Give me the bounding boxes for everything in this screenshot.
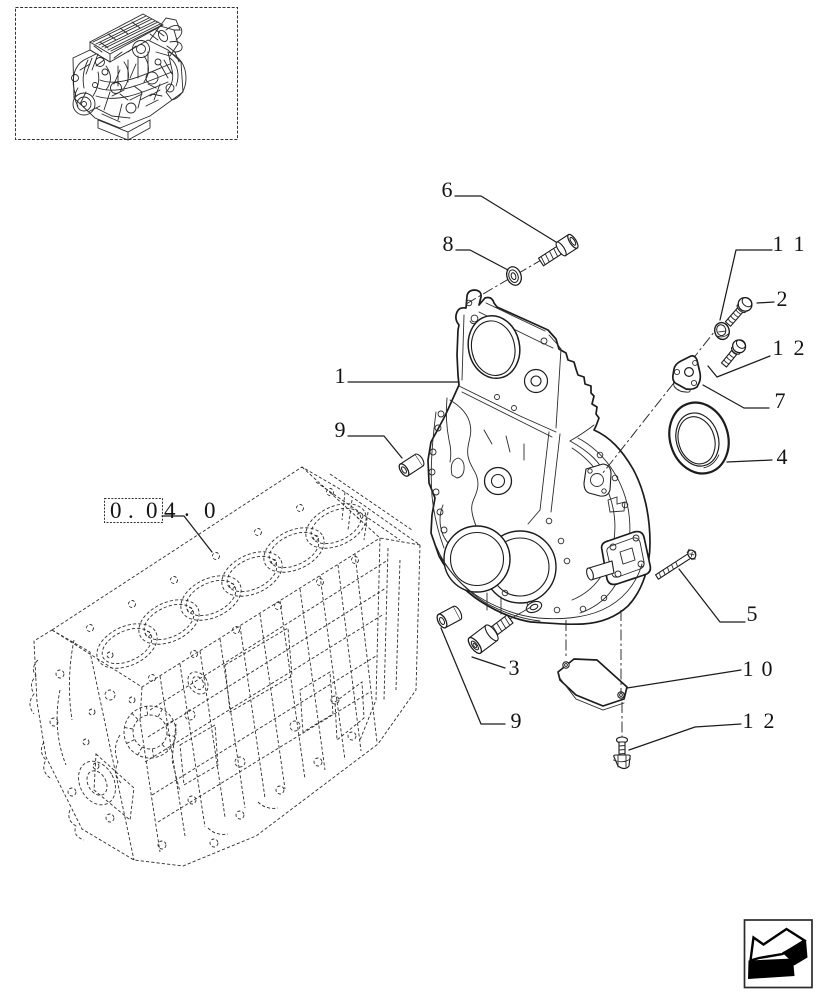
svg-text:7: 7 bbox=[775, 388, 786, 413]
svg-text:5: 5 bbox=[747, 601, 758, 626]
svg-text:2: 2 bbox=[777, 286, 788, 311]
svg-text:0: 0 bbox=[204, 498, 216, 523]
svg-text:9: 9 bbox=[335, 417, 346, 442]
svg-text:1: 1 bbox=[335, 363, 346, 388]
svg-text:8: 8 bbox=[443, 231, 454, 256]
svg-text:0: 0 bbox=[146, 498, 158, 523]
svg-text:1: 1 bbox=[794, 231, 805, 256]
svg-text:0: 0 bbox=[110, 498, 122, 523]
svg-text:3: 3 bbox=[509, 655, 520, 680]
svg-text:1: 1 bbox=[743, 656, 754, 681]
svg-text:9: 9 bbox=[511, 708, 522, 733]
svg-text:2: 2 bbox=[794, 335, 805, 360]
svg-text:.: . bbox=[184, 496, 190, 521]
svg-text:1: 1 bbox=[773, 231, 784, 256]
svg-text:4: 4 bbox=[164, 498, 176, 523]
svg-text:4: 4 bbox=[777, 444, 788, 469]
svg-text:6: 6 bbox=[442, 177, 453, 202]
svg-text:.: . bbox=[128, 498, 134, 523]
svg-text:0: 0 bbox=[762, 656, 773, 681]
svg-text:1: 1 bbox=[743, 708, 754, 733]
svg-text:1: 1 bbox=[773, 335, 784, 360]
svg-text:2: 2 bbox=[764, 708, 775, 733]
